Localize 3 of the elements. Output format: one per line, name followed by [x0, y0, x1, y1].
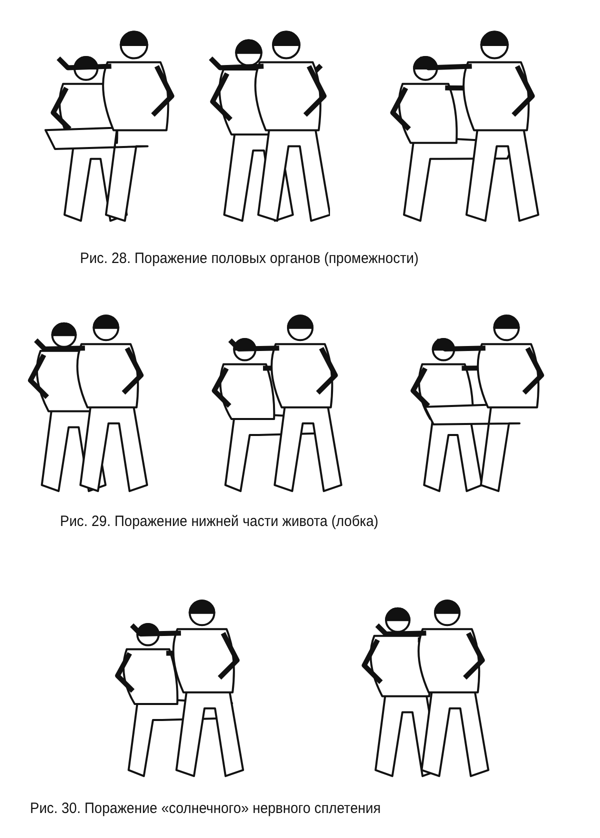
figure-caption: Рис. 28. Поражение половых органов (промежности) [80, 250, 419, 267]
figure-caption: Рис. 29. Поражение нижней части живота (лобка) [60, 513, 378, 530]
figure-caption: Рис. 30. Поражение «солнечного» нервного сплетения [30, 800, 381, 817]
